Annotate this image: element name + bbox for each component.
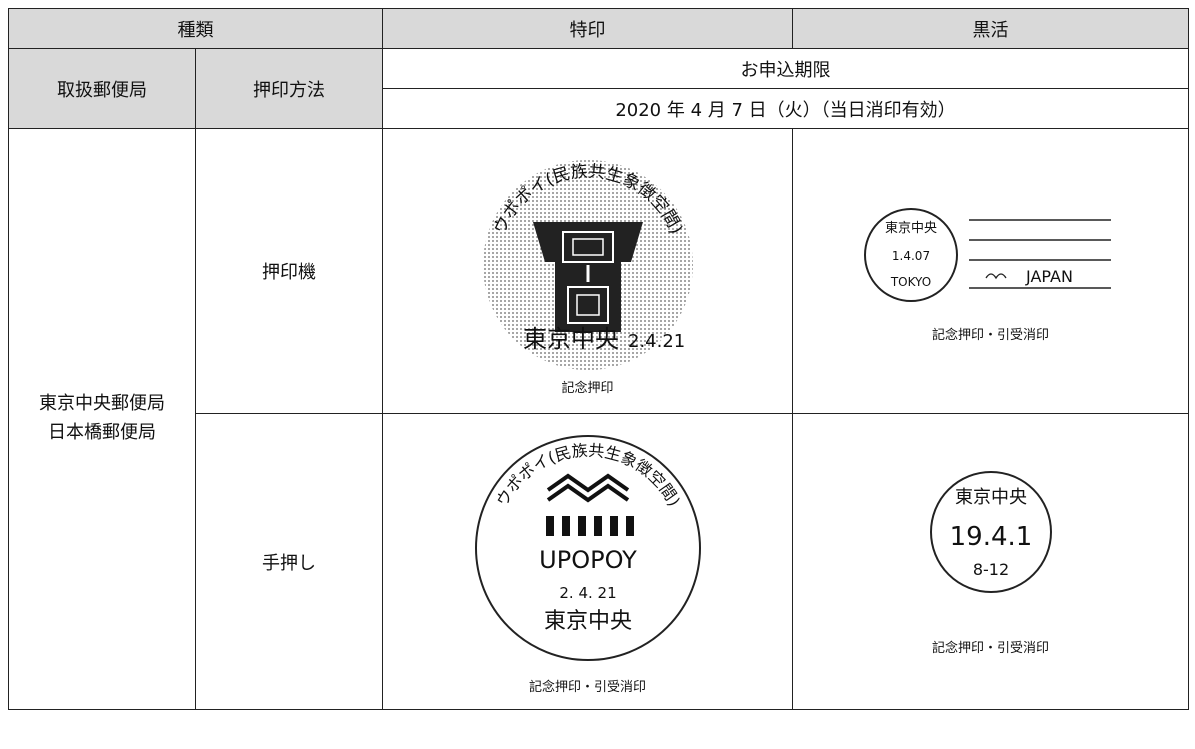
header-type: 種類 [8, 8, 383, 49]
method-hand: 手押し [195, 413, 383, 710]
hand-special-stamp-image: ウポポイ(民族共生象徴空間) UPOPOY [474, 435, 701, 661]
hand-special-cell: ウポポイ(民族共生象徴空間) UPOPOY [382, 413, 793, 710]
subheader-office: 取扱郵便局 [8, 48, 196, 129]
postmark-date: 1.4.07 [891, 249, 929, 263]
stamp-circle [474, 435, 701, 661]
postmark-time: 8-12 [972, 560, 1008, 579]
postmark-city: TOKYO [889, 275, 930, 289]
postmark-date: 19.4.1 [949, 522, 1032, 552]
subheader-method: 押印方法 [195, 48, 383, 129]
office-name: 東京中央郵便局 [39, 393, 165, 415]
flower-icon [984, 272, 1007, 279]
caption-hand-kokkatsu: 記念押印・引受消印 [931, 641, 1049, 656]
machine-special-stamp-image: ウポポイ(民族共生象徴空間) 東京中央 2.4.21 [482, 159, 693, 370]
hand-kokkatsu-stamp-image: 東京中央 19.4.1 8-12 [929, 471, 1052, 593]
upopoy-logo-icon [546, 473, 629, 503]
machine-kokkatsu-stamp-image: 東京中央 1.4.07 TOKYO JAPAN [863, 207, 1111, 302]
stamp-date-text: 2. 4. 21 [559, 584, 616, 602]
method-machine: 押印機 [195, 128, 383, 414]
office-cell: 東京中央郵便局 日本橋郵便局 [8, 128, 196, 710]
office-name: 日本橋郵便局 [48, 422, 156, 443]
stamp-office-text: 東京中央 [543, 609, 631, 634]
hand-kokkatsu-cell: 東京中央 19.4.1 8-12 記念押印・引受消印 [792, 413, 1189, 710]
postmark-office: 東京中央 [955, 487, 1027, 508]
machine-kokkatsu-cell: 東京中央 1.4.07 TOKYO JAPAN 記念押印・引受消印 [792, 128, 1189, 414]
postmark-office: 東京中央 [884, 220, 936, 236]
stamp-office-text: 東京中央 [523, 325, 619, 353]
postmark-country: JAPAN [1025, 267, 1073, 286]
caption-machine-kokkatsu: 記念押印・引受消印 [931, 327, 1049, 343]
caption-hand-special: 記念押印・引受消印 [528, 680, 646, 695]
deadline-value: 2020 年 4 月 7 日（火）（当日消印有効） [382, 88, 1189, 129]
machine-special-cell: ウポポイ(民族共生象徴空間) 東京中央 2.4.21 記念押印 [382, 128, 793, 414]
stamp-logo-text: UPOPOY [539, 546, 637, 574]
stamp-info-table: 種類 特印 黒活 取扱郵便局 押印方法 お申込期限 2020 年 4 月 7 日… [8, 8, 1189, 710]
deadline-label: お申込期限 [382, 48, 1189, 89]
caption-machine-special: 記念押印 [561, 380, 614, 396]
postmark-circle [929, 471, 1052, 593]
header-special-stamp: 特印 [382, 8, 793, 49]
header-kokkatsu-stamp: 黒活 [792, 8, 1189, 49]
postmark-circle [863, 207, 958, 302]
stamp-date-text: 2.4.21 [628, 331, 685, 352]
